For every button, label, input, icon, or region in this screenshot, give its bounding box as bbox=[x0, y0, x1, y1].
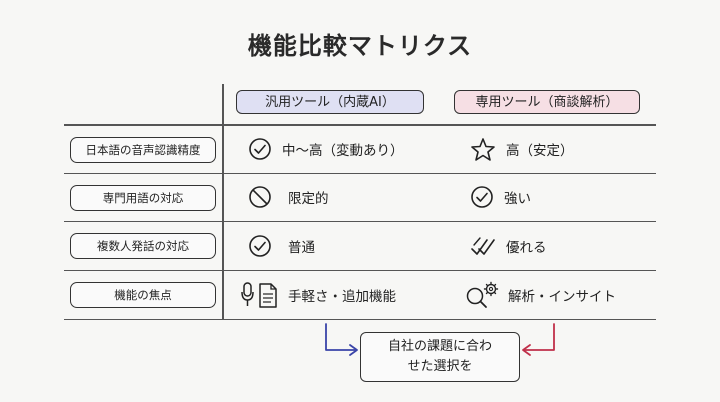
row-label-recognition: 日本語の音声認識精度 bbox=[70, 137, 216, 163]
row-label-multispeaker: 複数人発話の対応 bbox=[70, 233, 216, 259]
grid-row-line bbox=[64, 221, 656, 222]
cell-general-focus: 手軽さ・追加機能 bbox=[240, 280, 396, 310]
cell-special-multispeaker: 優れる bbox=[470, 231, 547, 261]
cell-text: 普通 bbox=[288, 240, 315, 256]
cell-text: 手軽さ・追加機能 bbox=[288, 289, 396, 305]
column-header-special: 専用ツール（商談解析） bbox=[454, 90, 640, 114]
search-gear-icon bbox=[466, 281, 499, 308]
cell-general-multispeaker: 普通 bbox=[248, 231, 315, 261]
cell-general-terminology: 限定的 bbox=[248, 182, 329, 212]
cell-text: 強い bbox=[504, 191, 531, 207]
cell-text: 優れる bbox=[506, 240, 547, 256]
conclusion-line-1: 自社の課題に合わ bbox=[387, 339, 492, 354]
double-check-icon bbox=[471, 237, 495, 255]
mic-document-icon bbox=[241, 282, 277, 308]
arrow-right bbox=[522, 323, 555, 356]
check-circle-icon bbox=[471, 186, 493, 208]
grid-row-line bbox=[64, 270, 656, 271]
check-circle-icon bbox=[249, 138, 271, 160]
star-icon bbox=[471, 138, 495, 161]
prohibited-icon bbox=[249, 186, 271, 208]
row-label-terminology: 専門用語の対応 bbox=[70, 185, 216, 211]
cell-general-recognition: 中〜高（変動あり） bbox=[248, 134, 404, 164]
page-title: 機能比較マトリクス bbox=[247, 32, 473, 60]
cell-special-focus: 解析・インサイト bbox=[464, 280, 616, 310]
arrow-left bbox=[325, 323, 358, 356]
grid-bottom-line bbox=[64, 319, 656, 320]
cell-special-recognition: 高（安定） bbox=[470, 134, 574, 164]
cell-text: 中〜高（変動あり） bbox=[282, 143, 404, 159]
cell-text: 限定的 bbox=[288, 191, 329, 207]
conclusion-box: 自社の課題に合わ せた選択を bbox=[360, 332, 520, 382]
grid-header-line bbox=[64, 124, 656, 126]
check-circle-icon bbox=[249, 235, 271, 257]
row-label-focus: 機能の焦点 bbox=[70, 282, 216, 308]
cell-text: 高（安定） bbox=[506, 143, 574, 159]
grid-vertical-line bbox=[222, 84, 224, 320]
cell-special-terminology: 強い bbox=[470, 182, 531, 212]
conclusion-line-2: せた選択を bbox=[407, 359, 473, 374]
grid-row-line bbox=[64, 173, 656, 174]
column-header-general: 汎用ツール（内蔵AI） bbox=[236, 90, 424, 114]
cell-text: 解析・インサイト bbox=[508, 289, 616, 305]
